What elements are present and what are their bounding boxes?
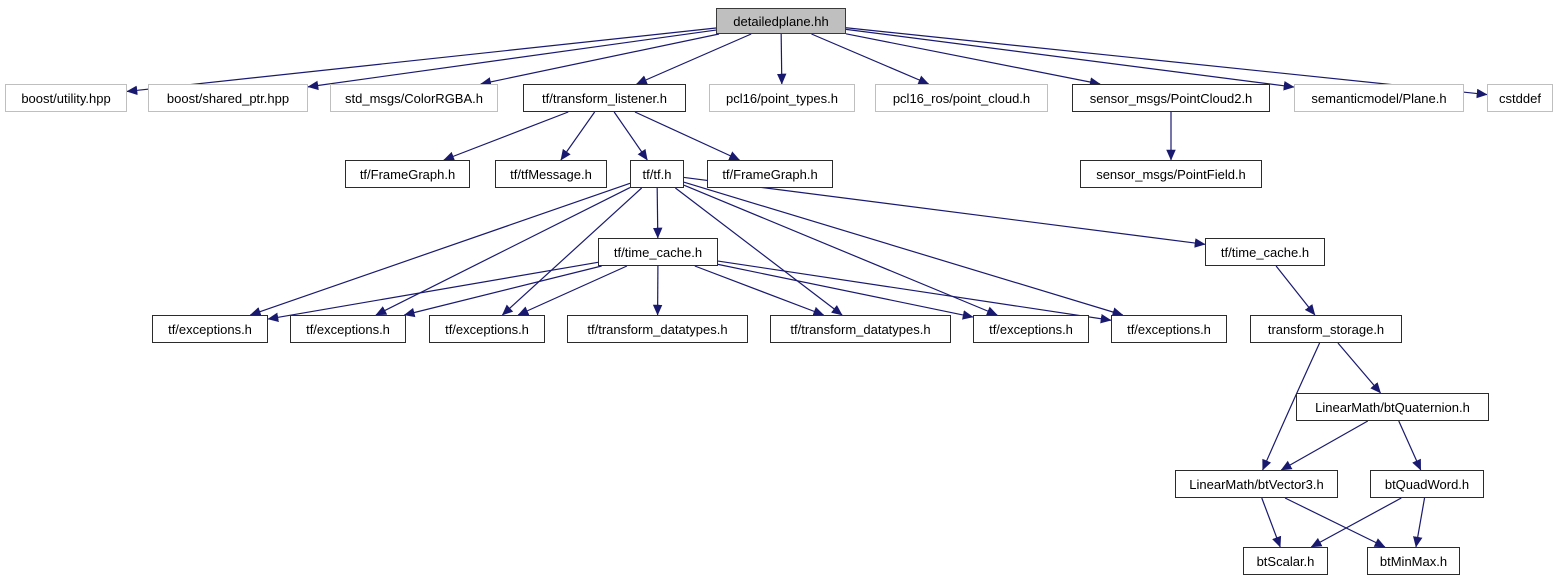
node-btminmax-h[interactable]: btMinMax.h <box>1367 547 1460 575</box>
node-tf-time-cache-h-2[interactable]: tf/time_cache.h <box>1205 238 1325 266</box>
edge-n0-n7 <box>845 33 1101 87</box>
node-tf-tf-h[interactable]: tf/tf.h <box>630 160 684 188</box>
edge-n27-n28 <box>1310 497 1402 548</box>
node-tf-tfmessage-h[interactable]: tf/tfMessage.h <box>495 160 607 188</box>
node-tf-time-cache-h[interactable]: tf/time_cache.h <box>598 238 718 266</box>
edge-n12-n17 <box>249 182 631 317</box>
node-sensor-msgs-pointfield-h[interactable]: sensor_msgs/PointField.h <box>1080 160 1262 188</box>
edge-n26-n28 <box>1261 497 1282 548</box>
node-cstddef: cstddef <box>1487 84 1553 112</box>
edge-n25-n26 <box>1280 420 1369 471</box>
edge-n15-n21 <box>694 265 825 316</box>
edge-n15-n18 <box>403 265 602 318</box>
edge-n0-n8 <box>845 28 1295 91</box>
node-boost-shared-ptr-hpp: boost/shared_ptr.hpp <box>148 84 308 112</box>
edge-n24-n25 <box>1337 342 1382 394</box>
node-detailedplane-hh: detailedplane.hh <box>716 8 846 34</box>
node-std-msgs-colorrgba-h: std_msgs/ColorRGBA.h <box>330 84 498 112</box>
edge-n15-n17 <box>267 261 599 322</box>
edge-n24-n26 <box>1262 342 1321 471</box>
node-tf-transform-listener-h[interactable]: tf/transform_listener.h <box>523 84 686 112</box>
edge-n12-n16 <box>683 176 1206 248</box>
node-tf-framegraph-h-2[interactable]: tf/FrameGraph.h <box>707 160 833 188</box>
edge-n25-n27 <box>1398 420 1422 471</box>
edge-n16-n24 <box>1275 265 1316 316</box>
edge-n12-n15 <box>652 187 663 239</box>
node-tf-exceptions-h-2[interactable]: tf/exceptions.h <box>290 315 406 343</box>
edge-n0-n5 <box>776 33 787 85</box>
node-btquadword-h[interactable]: btQuadWord.h <box>1370 470 1484 498</box>
edge-n4-n12 <box>613 111 648 161</box>
edge-n0-n3 <box>480 33 720 87</box>
node-linearmath-btvector3-h[interactable]: LinearMath/btVector3.h <box>1175 470 1338 498</box>
node-tf-exceptions-h-3[interactable]: tf/exceptions.h <box>429 315 545 343</box>
node-boost-utility-hpp: boost/utility.hpp <box>5 84 127 112</box>
node-tf-framegraph-h[interactable]: tf/FrameGraph.h <box>345 160 470 188</box>
edge-n0-n6 <box>811 33 930 85</box>
node-tf-exceptions-h-5[interactable]: tf/exceptions.h <box>1111 315 1227 343</box>
edge-n12-n22 <box>683 184 998 316</box>
edge-n0-n9 <box>845 27 1488 99</box>
node-pcl16-point-types-h: pcl16/point_types.h <box>709 84 855 112</box>
edge-n26-n29 <box>1284 497 1386 548</box>
node-tf-transform-datatypes-h[interactable]: tf/transform_datatypes.h <box>567 315 748 343</box>
edge-n12-n19 <box>501 187 643 316</box>
edge-n15-n22 <box>717 263 974 320</box>
edge-n4-n10 <box>443 111 569 161</box>
node-transform-storage-h[interactable]: transform_storage.h <box>1250 315 1402 343</box>
edge-n0-n4 <box>636 33 752 85</box>
edge-n15-n19 <box>517 265 628 316</box>
edge-n0-n1 <box>126 27 717 96</box>
edge-n0-n2 <box>307 29 717 91</box>
node-tf-exceptions-h-4[interactable]: tf/exceptions.h <box>973 315 1089 343</box>
node-tf-exceptions-h[interactable]: tf/exceptions.h <box>152 315 268 343</box>
edge-n4-n11 <box>560 111 596 161</box>
node-pcl16-ros-point-cloud-h: pcl16_ros/point_cloud.h <box>875 84 1048 112</box>
edge-n12-n21 <box>675 187 843 316</box>
edge-n4-n13 <box>634 111 741 161</box>
edge-n12-n23 <box>683 181 1124 317</box>
node-sensor-msgs-pointcloud2-h[interactable]: sensor_msgs/PointCloud2.h <box>1072 84 1270 112</box>
node-linearmath-btquaternion-h[interactable]: LinearMath/btQuaternion.h <box>1296 393 1489 421</box>
edge-n15-n23 <box>717 260 1112 324</box>
edge-n27-n29 <box>1413 497 1426 548</box>
node-btscalar-h[interactable]: btScalar.h <box>1243 547 1328 575</box>
edge-n12-n18 <box>375 187 631 316</box>
node-tf-transform-datatypes-h-2[interactable]: tf/transform_datatypes.h <box>770 315 951 343</box>
node-semanticmodel-plane-h: semanticmodel/Plane.h <box>1294 84 1464 112</box>
